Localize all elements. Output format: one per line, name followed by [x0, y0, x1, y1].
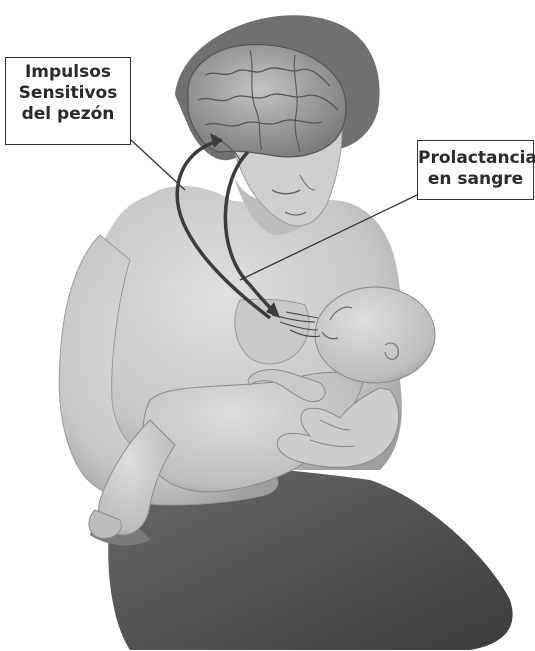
- impulsos-line-3: del pezón: [6, 104, 130, 125]
- baby-head: [315, 287, 435, 383]
- impulsos-line-1: Impulsos: [6, 62, 130, 83]
- prolactancia-label-box: Prolactancia en sangre: [417, 140, 534, 200]
- prolactancia-line-2: en sangre: [418, 169, 533, 190]
- prolactancia-line-1: Prolactancia: [418, 148, 533, 169]
- impulsos-line-2: Sensitivos: [6, 83, 130, 104]
- impulsos-label-box: Impulsos Sensitivos del pezón: [5, 57, 131, 145]
- impulsos-leader-line: [131, 140, 185, 190]
